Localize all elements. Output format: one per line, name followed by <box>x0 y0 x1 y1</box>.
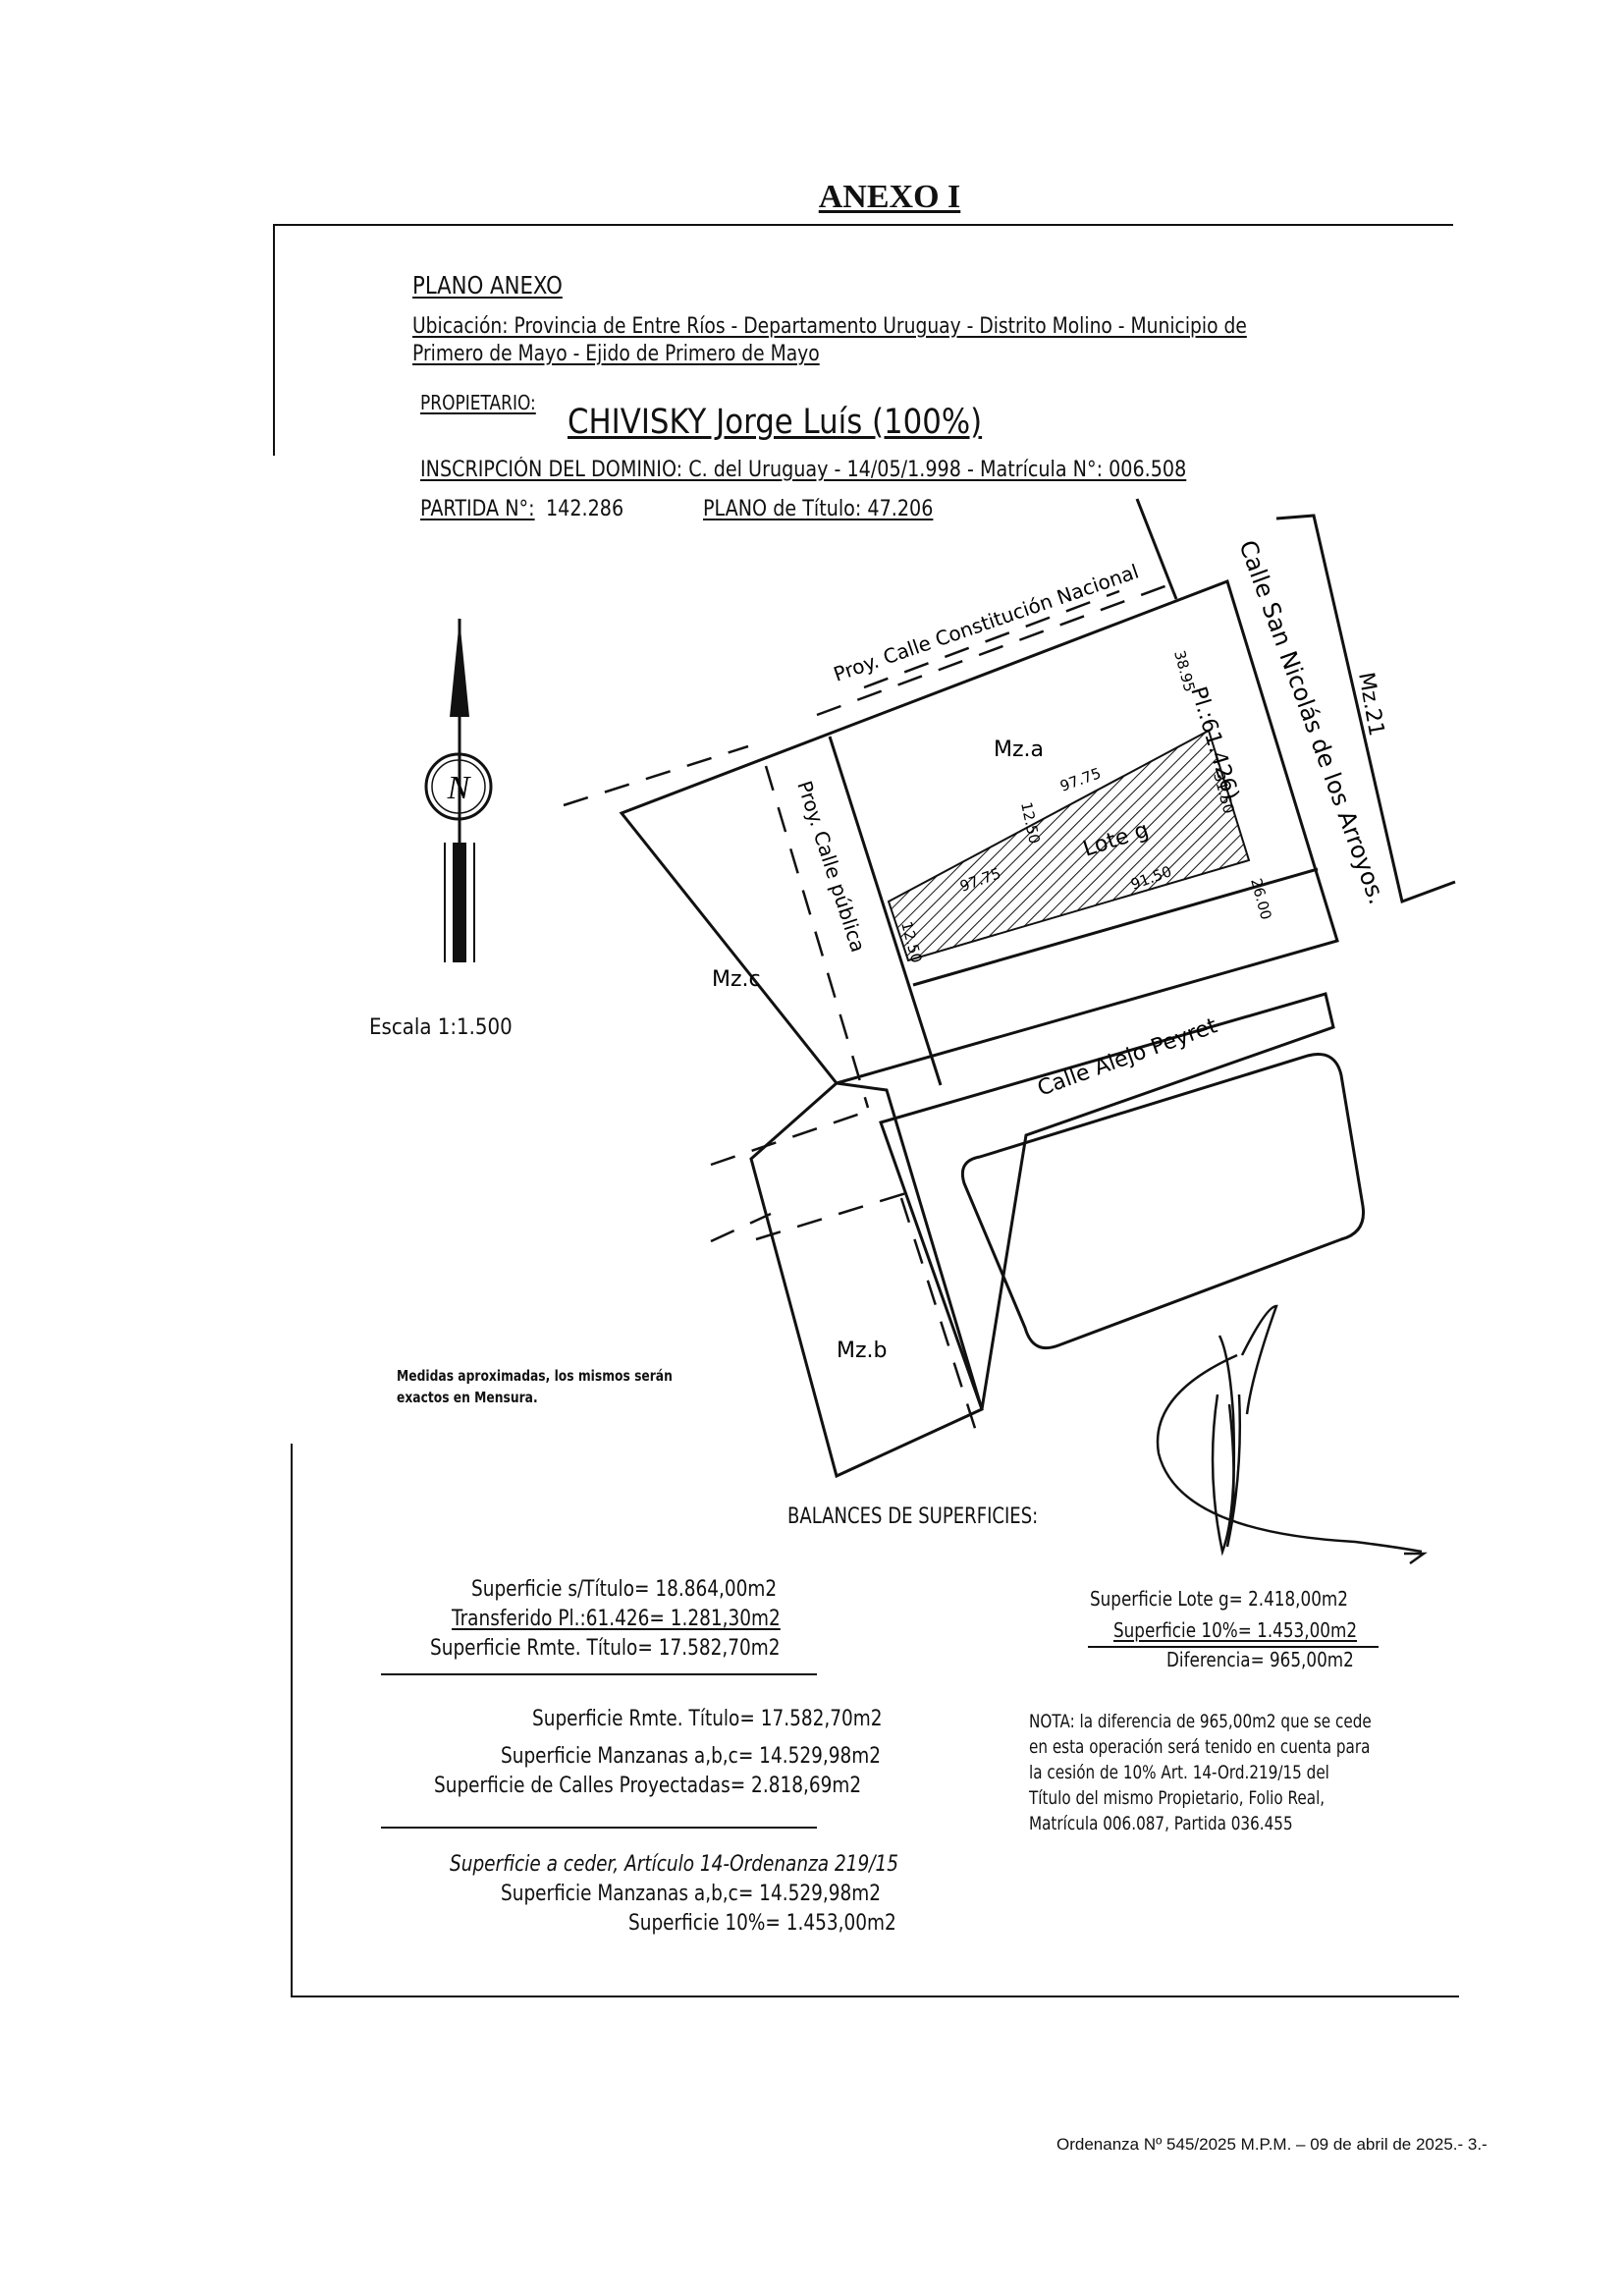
mzb-top-dash <box>755 1190 910 1241</box>
balance-left-2: Superficie Rmte. Título= 17.582,70m2 <box>430 1636 781 1661</box>
constitucion-dash-2 <box>863 589 1120 689</box>
ceder-title: Superficie a ceder, Artículo 14-Ordenanz… <box>450 1852 898 1877</box>
note-medidas-line-2: exactos en Mensura. <box>397 1389 538 1406</box>
propietario-label: PROPIETARIO: <box>420 391 536 414</box>
frame-top-line <box>273 224 1453 226</box>
mz21-edge <box>1275 514 1456 903</box>
mzb-right-dash <box>899 1197 982 1445</box>
block-mzb-label: Mz.b <box>837 1339 888 1363</box>
upper-left-dash <box>563 744 749 807</box>
street-constitucion-label: Proy. Calle Constitución Nacional <box>831 560 1142 686</box>
partida-label: PARTIDA N°: <box>420 497 535 521</box>
balance-mid-1: Superficie Manzanas a,b,c= 14.529,98m2 <box>501 1744 882 1769</box>
balance-right-0: Superficie Lote g= 2.418,00m2 <box>1090 1587 1348 1611</box>
mza-bottom-edge <box>912 867 1319 987</box>
inscripcion-line: INSCRIPCIÓN DEL DOMINIO: C. del Uruguay … <box>420 458 1187 482</box>
balance-right-1: Superficie 10%= 1.453,00m2 <box>1113 1618 1358 1642</box>
nota-line-2: la cesión de 10% Art. 14-Ord.219/15 del <box>1029 1762 1329 1783</box>
ubicacion-line-2: Primero de Mayo - Ejido de Primero de Ma… <box>412 342 820 366</box>
block-mzc-label: Mz.c <box>712 967 761 992</box>
rounded-block-outline <box>960 1053 1366 1350</box>
plano-titulo: PLANO de Título: 47.206 <box>703 497 934 521</box>
ceder-line-2: Superficie 10%= 1.453,00m2 <box>628 1911 896 1936</box>
block-mza-label: Mz.a <box>994 738 1044 762</box>
mzc-bottom-dash <box>710 1108 873 1167</box>
page-title: ANEXO I <box>818 179 961 215</box>
lote-g-hatched <box>887 729 1251 962</box>
publica-dash <box>764 765 870 1109</box>
balance-right-2: Diferencia= 965,00m2 <box>1166 1648 1354 1671</box>
plano-title: PLANO ANEXO <box>412 271 563 300</box>
ceder-line-1: Superficie Manzanas a,b,c= 14.529,98m2 <box>501 1882 882 1906</box>
dim-38-95: 38.95 <box>1170 648 1199 693</box>
frame-left-line <box>273 224 275 456</box>
balance-left-0: Superficie s/Título= 18.864,00m2 <box>471 1577 778 1602</box>
balance-mid-2: Superficie de Calles Proyectadas= 2.818,… <box>434 1774 862 1798</box>
mzb-outline <box>749 1081 984 1479</box>
north-arrow-icon <box>424 619 493 962</box>
mzb-left-dash <box>710 1212 772 1243</box>
alejo-block-outline <box>879 992 1335 1410</box>
balance-left-1: Transferido Pl.:61.426= 1.281,30m2 <box>452 1607 781 1631</box>
street-alejo-label: Calle Alejo Peyret <box>1035 1013 1221 1101</box>
ubicacion-line-1: Ubicación: Provincia de Entre Ríos - Dep… <box>412 314 1247 339</box>
balances-title: BALANCES DE SUPERFICIES: <box>787 1504 1039 1529</box>
balance-left-rule <box>381 1673 817 1675</box>
block-mz21-label: Mz.21 <box>1353 671 1388 738</box>
parcel-outline <box>619 579 1339 1085</box>
partida-value: 142.286 <box>546 497 624 521</box>
nota-line-0: NOTA: la diferencia de 965,00m2 que se c… <box>1029 1711 1372 1732</box>
calle-publica-edge <box>828 736 943 1086</box>
nota-line-4: Matrícula 006.087, Partida 036.455 <box>1029 1813 1293 1834</box>
propietario-name: CHIVISKY Jorge Luís (100%) <box>568 403 983 442</box>
balance-right-rule <box>1088 1646 1379 1648</box>
note-medidas-line-1: Medidas aproximadas, los mismos serán <box>397 1367 673 1385</box>
constitucion-dash-1 <box>816 579 1179 717</box>
signature-icon <box>1156 1304 1428 1565</box>
footer-ordenanza: Ordenanza Nº 545/2025 M.P.M. – 09 de abr… <box>1056 2135 1488 2154</box>
san-nicolas-edge <box>1135 498 1178 600</box>
nota-line-3: Título del mismo Propietario, Folio Real… <box>1029 1787 1326 1809</box>
frame-left-lower-line <box>291 1444 293 1997</box>
street-publica-label: Proy. Calle pública <box>792 778 870 955</box>
balance-mid-rule <box>381 1827 817 1829</box>
frame-bottom-line <box>291 1995 1459 1997</box>
escala-label: Escala 1:1.500 <box>369 1015 513 1040</box>
north-letter: N <box>447 770 472 806</box>
nota-line-1: en esta operación será tenido en cuenta … <box>1029 1736 1371 1758</box>
balance-mid-0: Superficie Rmte. Título= 17.582,70m2 <box>532 1707 883 1731</box>
